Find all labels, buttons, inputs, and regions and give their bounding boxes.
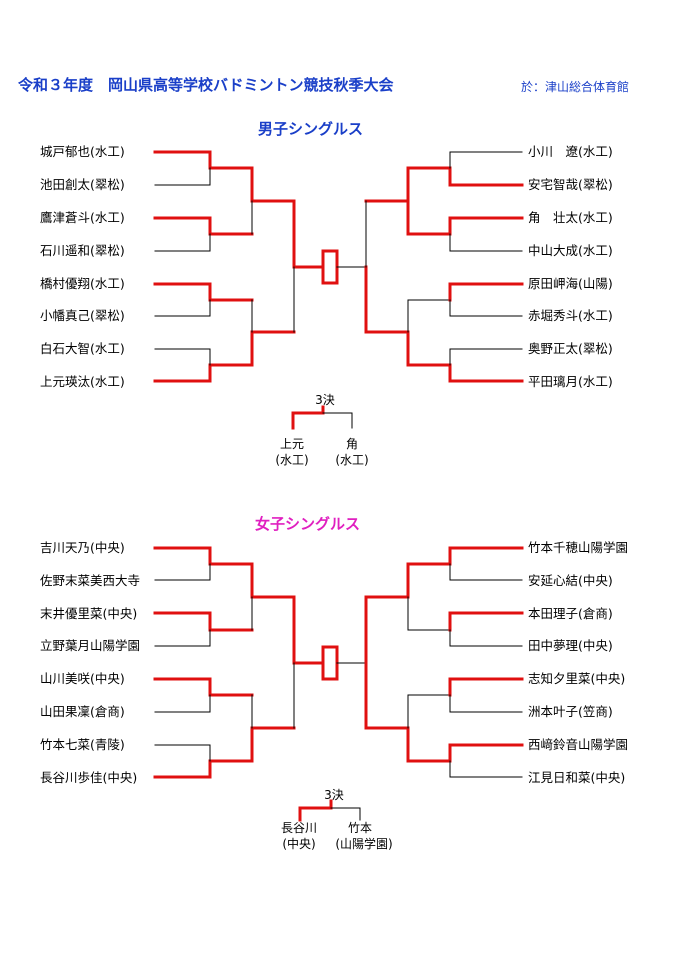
women-bracket-lines — [153, 546, 524, 822]
player-name: 白石大智(水工) — [40, 341, 125, 356]
third-place-left-name: 長谷川 — [280, 821, 317, 835]
third-place-right-name: 竹本 — [347, 821, 372, 835]
player-name: 江見日和菜(中央) — [528, 770, 626, 785]
player-name: 石川遥和(翠松) — [40, 243, 125, 258]
player-name: 角 壮太(水工) — [528, 210, 613, 225]
player-name: 原田岬海(山陽) — [528, 276, 613, 291]
player-name: 田中夢理(中央) — [528, 638, 613, 653]
venue-label: 於：津山総合体育館 — [521, 80, 630, 94]
player-name: 安延心結(中央) — [528, 573, 613, 588]
player-name: 中山大成(水工) — [528, 243, 613, 258]
player-name: 池田創太(翠松) — [40, 177, 125, 192]
men-singles-title: 男子シングルス — [258, 120, 364, 138]
player-name: 吉川天乃(中央) — [40, 540, 125, 555]
player-name: 奥野正太(翠松) — [528, 341, 613, 356]
third-place-left-name: 上元 — [279, 437, 304, 451]
player-name: 平田璃月(水工) — [528, 374, 613, 389]
player-name: 西﨑鈴音山陽学園 — [528, 737, 629, 752]
player-name: 橋村優翔(水工) — [40, 276, 125, 291]
player-name: 山川美咲(中央) — [40, 671, 125, 686]
player-name: 山田果凜(倉商) — [40, 704, 125, 719]
women-singles-title: 女子シングルス — [255, 515, 361, 533]
third-place-left-school: (水工) — [275, 453, 309, 467]
player-name: 志知夕里菜(中央) — [528, 671, 626, 686]
player-name: 安宅智哉(翠松) — [528, 177, 613, 192]
player-name: 城戸郁也(水工) — [40, 144, 125, 159]
player-name: 鷹津蒼斗(水工) — [40, 210, 125, 225]
player-name: 竹本七菜(青陵) — [40, 737, 125, 752]
third-place-right-school: (水工) — [335, 453, 369, 467]
player-name: 立野葉月山陽学園 — [40, 638, 141, 653]
player-name: 本田理子(倉商) — [528, 606, 613, 621]
player-name: 小川 遼(水工) — [528, 144, 613, 159]
third-place-label: 3決 — [315, 393, 335, 407]
third-place-left-school: (中央) — [282, 837, 316, 851]
third-place-right-school: (山陽学園) — [335, 837, 393, 851]
player-name: 赤堀秀斗(水工) — [528, 308, 613, 323]
player-name: 洲本叶子(笠商) — [528, 704, 613, 719]
player-name: 佐野末菜美西大寺 — [40, 573, 141, 588]
third-place-label: 3決 — [324, 788, 344, 802]
player-name: 長谷川歩佳(中央) — [40, 770, 138, 785]
page-title: 令和３年度 岡山県高等学校バドミントン競技秋季大会 — [18, 76, 394, 94]
third-place-right-name: 角 — [345, 437, 358, 451]
player-name: 末井優里菜(中央) — [40, 606, 138, 621]
men-bracket-lines — [153, 150, 524, 430]
player-name: 竹本千穂山陽学園 — [528, 540, 629, 555]
player-name: 小幡真己(翠松) — [40, 308, 125, 323]
player-name: 上元瑛汰(水工) — [40, 374, 125, 389]
